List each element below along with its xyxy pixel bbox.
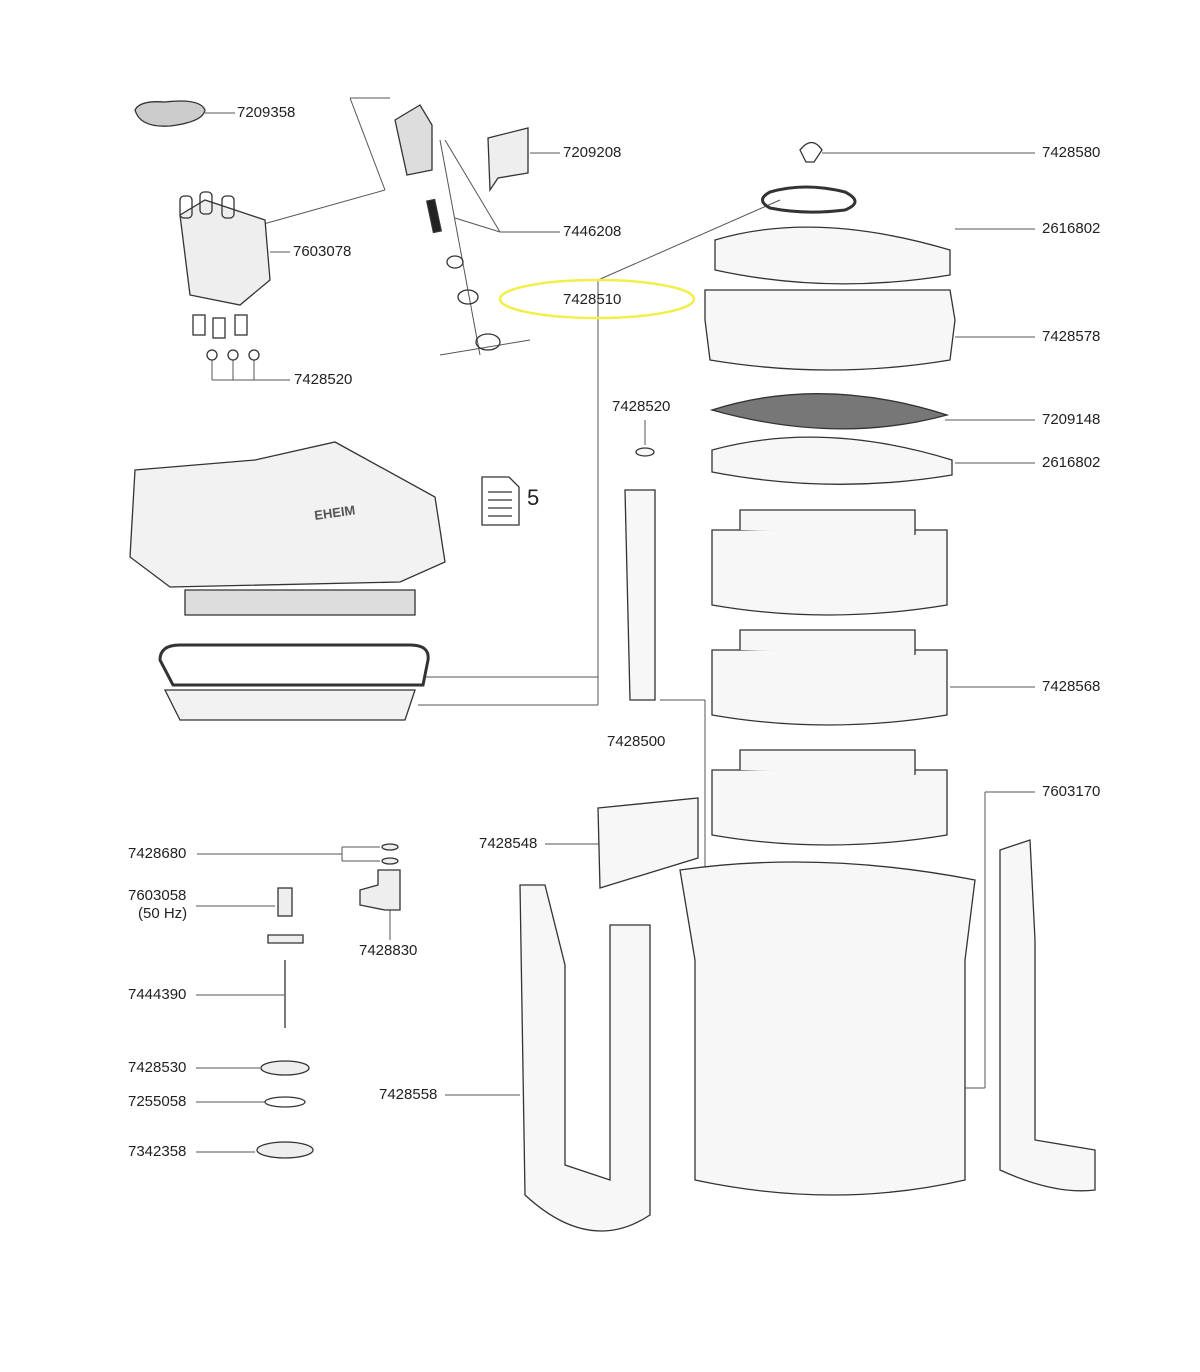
part-label-7428578: 7428578 [1042, 328, 1100, 345]
part-label-7209208: 7209208 [563, 144, 622, 161]
part-label-7255058: 7255058 [128, 1093, 187, 1110]
part-label-7446208: 7446208 [563, 223, 622, 240]
part-label-7209148: 7209148 [1042, 411, 1100, 428]
part-label-7428830: 7428830 [359, 942, 418, 959]
part-label-7428530: 7428530 [128, 1059, 187, 1076]
exploded-view-drawing: EHEIM [129, 97, 1096, 1232]
filter-stack-shapes [519, 185, 1096, 1232]
part-label-7428558: 7428558 [379, 1086, 438, 1103]
part-label-7428548: 7428548 [479, 835, 538, 852]
part-label-7603058: 7603058 [128, 887, 187, 904]
part-label-7209358: 7209358 [237, 104, 296, 121]
part-label-7428500: 7428500 [607, 733, 666, 750]
part-label-50hz: (50 Hz) [138, 905, 188, 922]
highlight-ellipse [498, 278, 696, 320]
part-label-7428680: 7428680 [128, 845, 187, 862]
pump-head-shape [129, 441, 446, 721]
impeller-parts [256, 843, 401, 1159]
part-label-7603078: 7603078 [293, 243, 352, 260]
part-label-7428568: 7428568 [1042, 678, 1100, 695]
part-label-7603170: 7603170 [1042, 783, 1100, 800]
part-label-2616802-lid: 2616802 [1042, 220, 1100, 237]
eheim-logo: EHEIM [313, 502, 356, 523]
part-label-7428510: 7428510 [563, 291, 622, 308]
leader-lines [196, 97, 1035, 1153]
part-label-7444390: 7444390 [128, 986, 187, 1003]
document-icon [481, 476, 520, 526]
diagram-area: EHEIM 7209358 7209208 7446208 7603078 74… [128, 97, 1100, 1232]
part-label-7428520: 7428520 [294, 371, 353, 388]
document-reference-number: 5 [527, 485, 540, 510]
part-label-7428520-center: 7428520 [612, 398, 671, 415]
part-label-2616802-pad: 2616802 [1042, 454, 1100, 471]
part-label-7342358: 7342358 [128, 1143, 187, 1160]
part-shapes-left [134, 100, 823, 361]
part-label-7428580: 7428580 [1042, 144, 1100, 161]
